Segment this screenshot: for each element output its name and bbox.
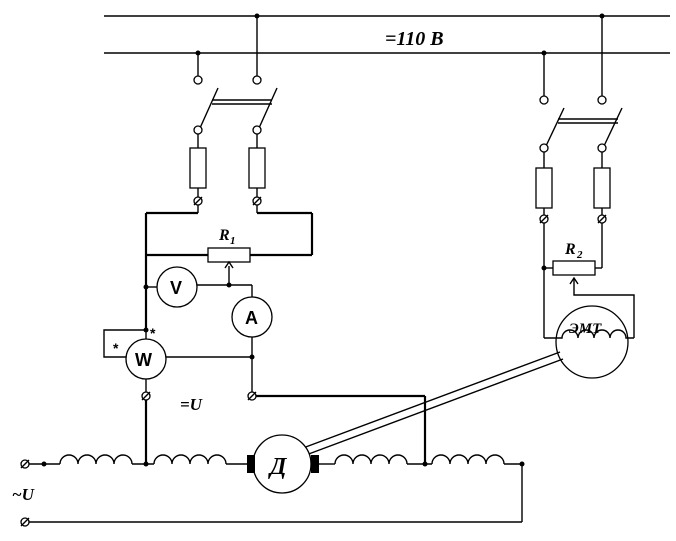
mechanical-shaft (302, 351, 564, 456)
wattmeter-label: W (135, 350, 152, 370)
fuse-left-1 (189, 147, 207, 189)
motor-label: Д (268, 454, 288, 480)
left-feeder (144, 16, 314, 330)
ac-windings: ~U (12, 454, 525, 527)
dc-output-terminals: =U (141, 391, 427, 464)
r2-subscript: 2 (576, 249, 583, 261)
r2-label: R (564, 241, 576, 258)
motor-brush-right (311, 455, 319, 473)
resistor-r1: R 1 (207, 227, 251, 285)
voltmeter-label: V (170, 278, 182, 298)
ac-input-label: ~U (12, 485, 35, 504)
wattmeter-star-1: * (150, 325, 156, 341)
ammeter: A (231, 285, 273, 392)
r1-label: R (218, 227, 230, 244)
voltmeter: V (143, 266, 252, 308)
motor-brush-left (247, 455, 255, 473)
motor: Д (247, 434, 319, 494)
dc-output-label: =U (180, 395, 203, 414)
wattmeter: W * * (103, 325, 252, 392)
wattmeter-star-2: * (113, 340, 119, 356)
resistor-r2: R 2 (552, 241, 635, 338)
fuse-right-2 (593, 167, 611, 209)
ammeter-label: A (245, 308, 258, 328)
r1-subscript: 1 (230, 235, 236, 247)
brake-emt: ЭМТ (544, 305, 634, 379)
dc-bus: =110 В (104, 13, 670, 56)
fuse-right-1 (535, 167, 553, 209)
brake-label: ЭМТ (569, 321, 602, 337)
dc-supply-label: =110 В (385, 28, 444, 50)
fuse-left-2 (248, 147, 266, 189)
right-feeder (535, 16, 623, 338)
